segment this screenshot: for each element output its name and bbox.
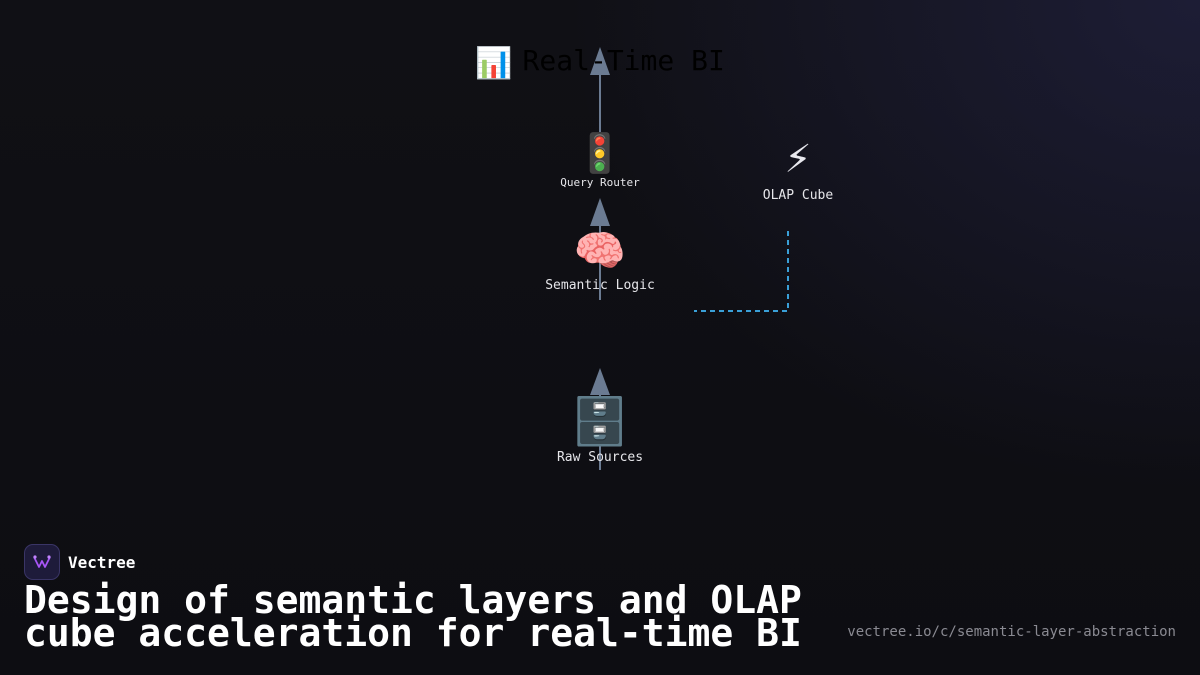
brain-icon: 🧠 [573, 226, 627, 275]
edge-router-to-title-arrowhead [590, 47, 610, 75]
lightning-icon: ⚡ [784, 132, 812, 183]
diagram-title: 📊 Real-Time BI [475, 44, 725, 81]
bar-chart-icon: 📊 [475, 46, 513, 81]
node-raw-sources: 🗄️ Raw Sources [557, 398, 643, 465]
node-olap-cube: ⚡ OLAP Cube [762, 132, 834, 204]
edge-semantic-to-router-arrowhead [590, 198, 610, 226]
diagram-title-text: Real-Time BI [522, 44, 725, 77]
node-semantic-logic: 🧠 Semantic Logic [545, 226, 655, 294]
edge-olap-to-semantic [694, 231, 789, 312]
brand: Vectree [24, 544, 135, 580]
headline: Design of semantic layers and OLAP cube … [24, 578, 802, 655]
vectree-logo-icon [24, 544, 60, 580]
article-url[interactable]: vectree.io/c/semantic-layer-abstraction [847, 624, 1176, 640]
node-label: Query Router [560, 176, 640, 189]
node-label: Raw Sources [556, 450, 644, 465]
node-label: Semantic Logic [545, 278, 655, 293]
brand-name: Vectree [68, 552, 136, 572]
node-label: OLAP Cube [762, 188, 834, 203]
node-query-router: 🚦 Query Router [560, 134, 639, 189]
edge-raw-to-semantic-arrowhead [590, 368, 610, 395]
traffic-light-icon: 🚦 [576, 131, 624, 175]
file-cabinet-icon: 🗄️ [571, 394, 629, 448]
